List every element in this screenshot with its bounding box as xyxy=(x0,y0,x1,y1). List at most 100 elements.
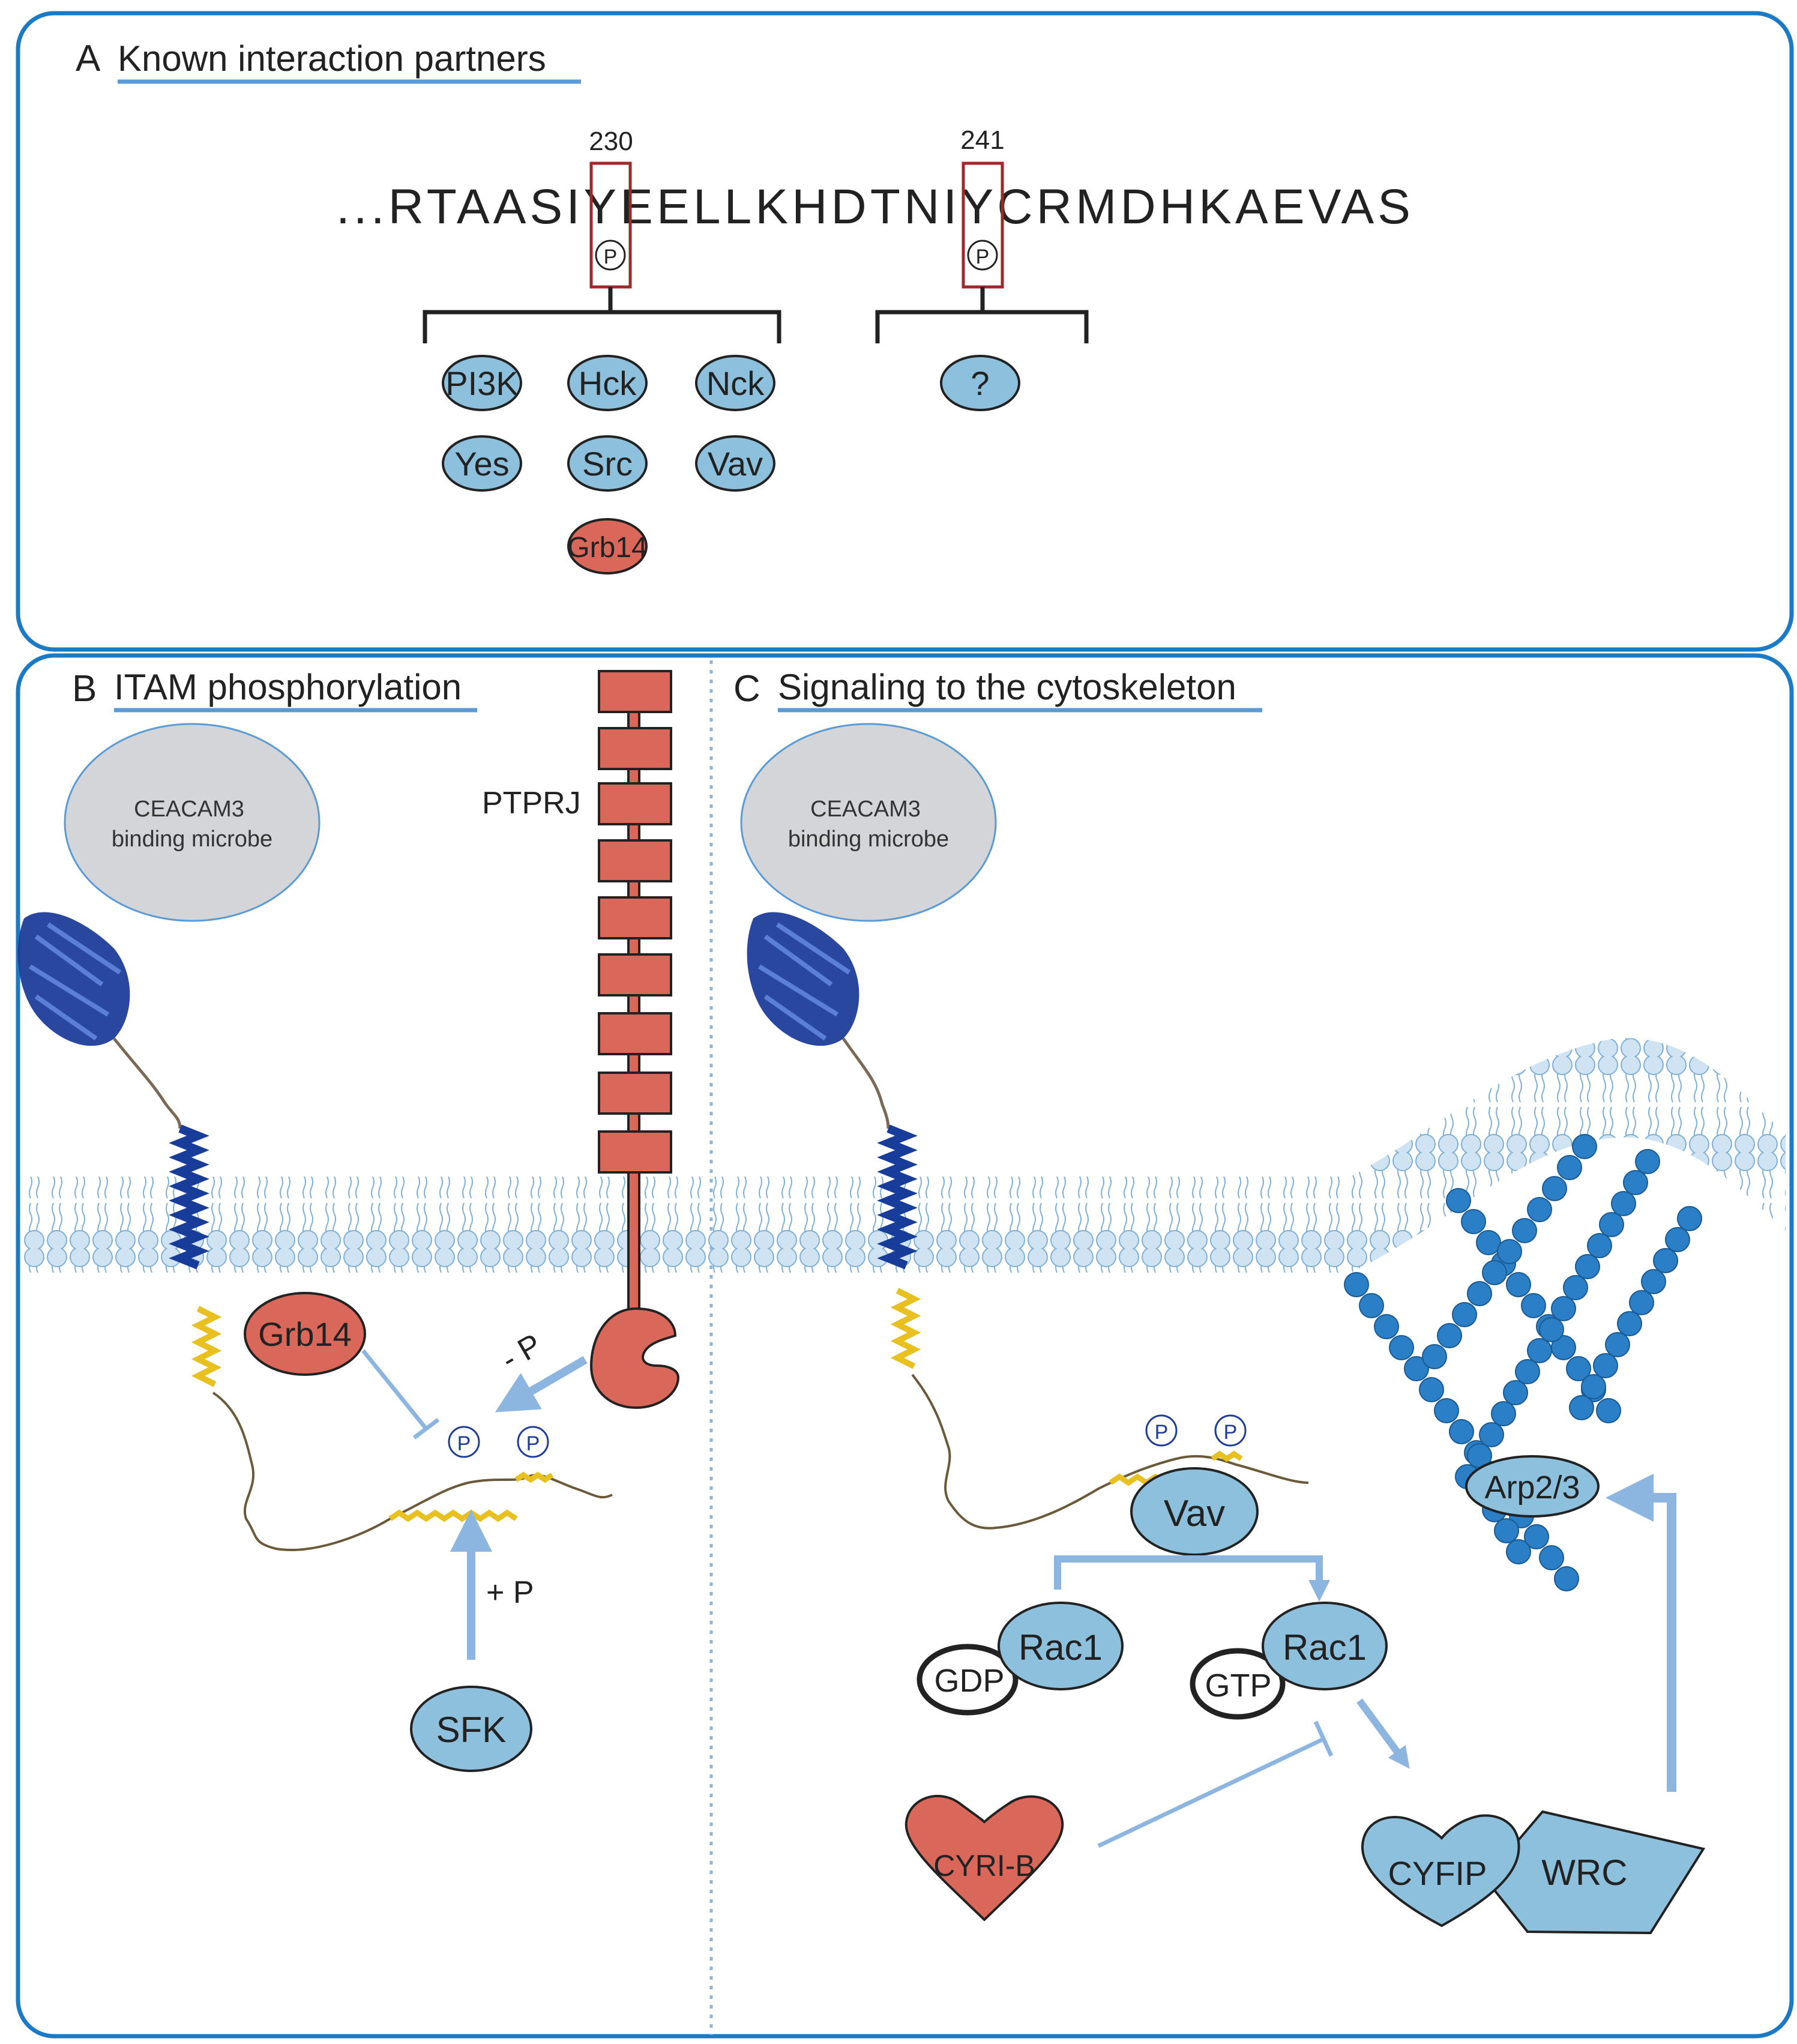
partner-src-label: Src xyxy=(582,445,633,483)
ig-domain-strands xyxy=(757,922,851,1041)
plasma-membrane xyxy=(23,1038,1786,1273)
grb14-inhibitor: Grb14 xyxy=(244,1292,366,1376)
actin-filament-5 xyxy=(1422,1134,1597,1369)
cyrib-label: CYRI-B xyxy=(933,1849,1035,1883)
residue-241-label: 241 xyxy=(960,125,1004,155)
bracket-241 xyxy=(875,287,1089,343)
panel-a-title: Known interaction partners xyxy=(118,38,546,79)
cyrib-inhibition-line xyxy=(1097,1720,1334,1848)
phos-label: + P xyxy=(486,1575,534,1610)
panel-b-letter: B xyxy=(72,668,97,710)
microbe-c-line2: binding microbe xyxy=(788,827,949,852)
rac1-active: Rac1 xyxy=(1262,1602,1388,1690)
partner-hck: Hck xyxy=(567,355,648,411)
partner-vav: Vav xyxy=(695,435,775,492)
panel-c-title: Signaling to the cytoskeleton xyxy=(778,667,1236,707)
wrc-to-arp-arrow xyxy=(1606,1474,1676,1792)
grb14-b-label: Grb14 xyxy=(258,1315,352,1353)
microbe-b: CEACAM3 binding microbe xyxy=(64,723,321,922)
phospho-icon: P xyxy=(967,240,998,271)
phospho-label: P xyxy=(1224,1421,1238,1444)
cyrib-inhibitor: CYRI-B xyxy=(905,1794,1064,1922)
dephosphorylation-arrow xyxy=(495,1355,588,1412)
gdp-label: GDP xyxy=(934,1663,1004,1699)
phospho-label: P xyxy=(976,246,990,268)
protein-sequence: ...RTAASIYEELLKHDTNIYCRMDHKAEVAS xyxy=(336,179,1410,234)
phospho-label: P xyxy=(1155,1421,1169,1444)
phospho-icon: P xyxy=(595,240,626,271)
itam-region-b-2 xyxy=(514,1471,554,1483)
linker-ec xyxy=(841,1037,890,1129)
ig-domain-strands xyxy=(28,922,122,1041)
sfk-label: SFK xyxy=(436,1710,507,1750)
phospho-label: P xyxy=(526,1432,540,1455)
wrc-complex: WRC CYFIP xyxy=(1361,1810,1706,1935)
transmembrane-helix xyxy=(169,1124,209,1270)
ptprj-domains xyxy=(598,670,672,1174)
phospho-icon: P xyxy=(517,1426,549,1458)
residue-230-label: 230 xyxy=(589,127,633,156)
panel-a-letter: A xyxy=(76,38,101,79)
partner-pi3k-label: PI3K xyxy=(445,364,518,402)
phospho-label: P xyxy=(457,1432,471,1455)
grb14-inhibition-line xyxy=(361,1349,440,1440)
inhibitor-grb14-label: Grb14 xyxy=(567,532,647,564)
partner-src: Src xyxy=(567,435,648,492)
partner-yes-label: Yes xyxy=(454,445,509,483)
partner-hck-label: Hck xyxy=(579,364,637,402)
partner-pi3k: PI3K xyxy=(442,355,522,411)
itam-region-b xyxy=(388,1509,518,1522)
arp23-label: Arp2/3 xyxy=(1484,1470,1580,1506)
ptprj-label: PTPRJ xyxy=(482,786,581,821)
gtp-nucleotide: GTP xyxy=(1190,1648,1286,1720)
panel-b: B ITAM phosphorylation CEACAM3 binding m… xyxy=(17,667,680,1772)
panel-c: C Signaling to the cytoskeleton CEACAM3 … xyxy=(733,667,1706,1935)
dephos-label: - P xyxy=(495,1327,547,1377)
cyfip-heart xyxy=(1361,1814,1520,1928)
panel-b-title: ITAM phosphorylation xyxy=(114,667,462,707)
ptprj-receptor: PTPRJ xyxy=(482,670,680,1409)
wrc-label: WRC xyxy=(1541,1853,1627,1893)
juxtamembrane-helix xyxy=(890,1288,921,1369)
membrane-raised-region xyxy=(1350,1038,1786,1273)
vav-gef: Vav xyxy=(1130,1467,1259,1556)
microbe-b-line1: CEACAM3 xyxy=(134,797,244,822)
cytoplasmic-tail-c xyxy=(911,1373,1309,1530)
panel-a-frame xyxy=(16,11,1794,652)
vav-to-rac-branch xyxy=(1054,1555,1330,1602)
panel-a: A Known interaction partners 230 241 ...… xyxy=(16,11,1794,652)
partner-yes: Yes xyxy=(442,435,522,492)
partner-unknown: ? xyxy=(940,355,1020,411)
panel-c-letter: C xyxy=(733,668,760,710)
itam-region-c-2 xyxy=(1211,1450,1243,1462)
membrane-flat-left xyxy=(23,1177,1353,1273)
microbe-b-line2: binding microbe xyxy=(112,827,272,852)
partner-nck: Nck xyxy=(695,355,775,411)
cyfip-label: CYFIP xyxy=(1388,1854,1487,1892)
rac1-inactive-label: Rac1 xyxy=(1019,1627,1103,1668)
rac1-to-wrc-arrow xyxy=(1356,1698,1410,1769)
cyrib-heart xyxy=(905,1794,1064,1922)
vav-label: Vav xyxy=(1164,1493,1225,1534)
phospho-icon: P xyxy=(1214,1414,1247,1447)
phospho-icon: P xyxy=(1145,1414,1178,1447)
gdp-nucleotide: GDP xyxy=(917,1644,1019,1716)
microbe-c-line1: CEACAM3 xyxy=(810,797,921,822)
gtp-label: GTP xyxy=(1205,1668,1271,1704)
rac1-active-label: Rac1 xyxy=(1283,1627,1367,1668)
partner-vav-label: Vav xyxy=(708,445,763,483)
arp23-complex: Arp2/3 xyxy=(1465,1455,1600,1518)
inhibitor-grb14: Grb14 xyxy=(567,518,648,574)
sfk-kinase: SFK xyxy=(410,1686,532,1772)
phospho-label: P xyxy=(604,246,618,268)
ceacam3-receptor-b xyxy=(17,912,613,1551)
linker-ec xyxy=(113,1037,182,1129)
microbe-c: CEACAM3 binding microbe xyxy=(740,723,997,922)
actin-filament-4 xyxy=(1569,1206,1702,1420)
rac1-inactive: Rac1 xyxy=(998,1602,1124,1690)
cytoplasmic-tail-b xyxy=(212,1391,613,1551)
phospho-icon: P xyxy=(448,1426,480,1458)
ceacam3-receptor-c xyxy=(747,912,1309,1530)
phosphatase-domain xyxy=(589,1307,680,1409)
